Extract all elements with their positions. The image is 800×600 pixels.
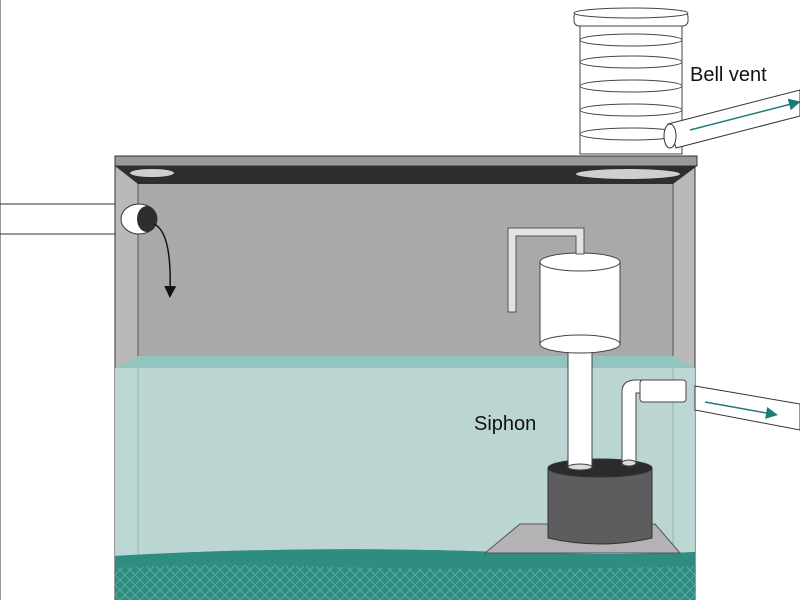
outlet-pipe bbox=[695, 386, 800, 430]
sludge-layer bbox=[115, 549, 695, 600]
bell-vent-label: Bell vent bbox=[690, 64, 767, 87]
siphon-chamber bbox=[548, 459, 652, 544]
inspection-port-right bbox=[576, 169, 680, 179]
siphon-bell bbox=[540, 253, 620, 353]
siphon-label: Siphon bbox=[474, 413, 536, 436]
vent-pipe bbox=[664, 90, 800, 148]
tank-lid bbox=[115, 156, 697, 184]
inspection-port-left bbox=[130, 169, 174, 177]
siphon-pipe bbox=[568, 340, 592, 470]
inlet-tee bbox=[121, 204, 157, 234]
inlet-pipe bbox=[0, 204, 125, 234]
